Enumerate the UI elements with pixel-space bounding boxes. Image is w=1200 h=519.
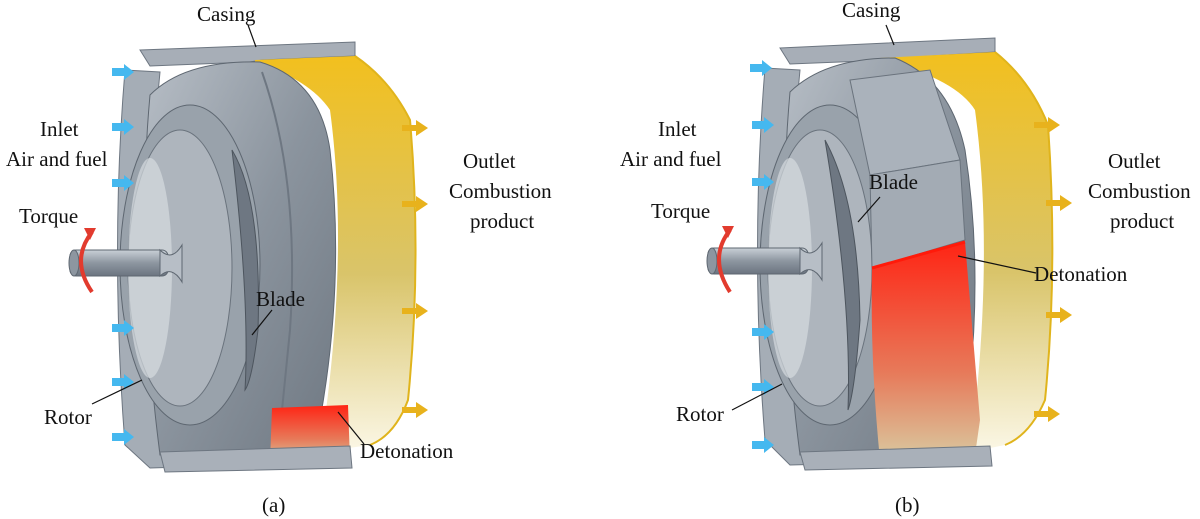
leader-lines-b [731, 24, 1037, 411]
label-torque-a: Torque [19, 204, 78, 228]
label-outlet-b: Outlet [1108, 149, 1161, 173]
detonation-zone-b [871, 242, 980, 460]
blade-b [824, 139, 861, 411]
label-inlet-sub-b: Air and fuel [620, 147, 722, 171]
label-casing-a: Casing [197, 2, 256, 26]
label-outlet-a: Outlet [463, 149, 516, 173]
label-inlet-a: Inlet [40, 117, 79, 141]
caption-a: (a) [262, 493, 285, 517]
panel-b: Casing Inlet Air and fuel Torque Blade R… [620, 0, 1191, 517]
label-outlet-sub1-b: Combustion [1088, 179, 1191, 203]
label-blade-a: Blade [256, 287, 305, 311]
caption-b: (b) [895, 493, 920, 517]
label-rotor-b: Rotor [676, 402, 724, 426]
label-torque-b: Torque [651, 199, 710, 223]
turbine-body-b [706, 37, 1054, 471]
torque-arrow-a [79, 228, 96, 294]
label-detonation-a: Detonation [360, 439, 454, 463]
label-outlet-sub1-a: Combustion [449, 179, 552, 203]
combustion-chamber-b [880, 52, 1053, 452]
label-inlet-sub-a: Air and fuel [6, 147, 108, 171]
panel-a: Casing Inlet Air and fuel Torque Blade R… [6, 2, 552, 517]
blade-a [231, 149, 259, 392]
label-casing-b: Casing [842, 0, 901, 22]
leader-lines-a [91, 24, 365, 445]
label-detonation-b: Detonation [1034, 262, 1128, 286]
torque-arrow-b [717, 226, 734, 294]
label-inlet-b: Inlet [658, 117, 697, 141]
label-rotor-a: Rotor [44, 405, 92, 429]
label-blade-b: Blade [869, 170, 918, 194]
turbine-body-a [68, 41, 417, 473]
label-outlet-sub2-b: product [1110, 209, 1174, 233]
shaft-b [706, 241, 823, 282]
label-outlet-sub2-a: product [470, 209, 534, 233]
shaft-a [68, 243, 183, 284]
combustion-chamber-a [255, 56, 416, 452]
